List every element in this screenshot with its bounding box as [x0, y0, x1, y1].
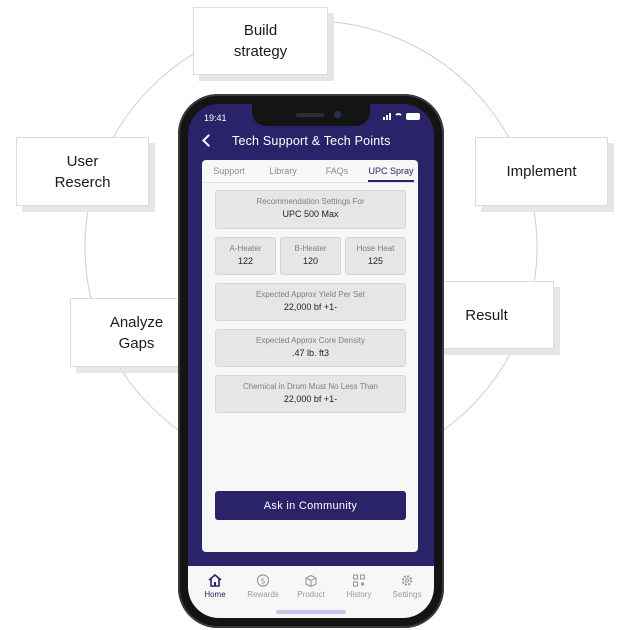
density-box: Expected Approx Core Density .47 lb. ft3 — [215, 329, 406, 367]
nav-label: History — [346, 590, 372, 599]
yield-box: Expected Approx Yield Per Set 22,000 bf … — [215, 283, 406, 321]
recommendation-label: Recommendation Settings For — [256, 197, 365, 206]
heater-value: 122 — [237, 256, 254, 266]
tab-library[interactable]: Library — [269, 166, 297, 176]
card-line: Result — [465, 306, 508, 324]
nav-rewards[interactable]: $ Rewards — [240, 574, 286, 599]
tab-upc-spray[interactable]: UPC Spray — [364, 160, 418, 182]
card-line: strategy — [233, 43, 288, 60]
card-line: Analyze — [109, 313, 164, 331]
chemical-label: Chemical in Drum Must No Less Than — [242, 382, 378, 391]
tab-faqs[interactable]: FAQs — [325, 166, 349, 176]
tab-support[interactable]: Support — [213, 166, 245, 176]
recommendation-box: Recommendation Settings For UPC 500 Max — [215, 190, 406, 229]
phone-frame: 19:41 Tech Support & Tech Points Support… — [178, 94, 444, 628]
status-time: 19:41 — [204, 113, 227, 123]
camera-icon — [334, 111, 341, 118]
card-line: Implement — [506, 163, 577, 180]
card-line: Build — [243, 22, 278, 39]
density-label: Expected Approx Core Density — [256, 336, 365, 345]
tab-divider — [202, 182, 418, 183]
yield-label: Expected Approx Yield Per Set — [256, 290, 365, 299]
card-line: Reserch — [54, 173, 111, 191]
app-header: Tech Support & Tech Points — [188, 132, 434, 156]
notch — [252, 104, 370, 126]
nav-label: Home — [204, 590, 226, 599]
b-heater-box: B-Heater 120 — [280, 237, 341, 275]
chemical-box: Chemical in Drum Must No Less Than 22,00… — [215, 375, 406, 413]
heater-label: Hose Heat — [356, 244, 395, 253]
wifi-icon — [394, 113, 403, 120]
battery-icon — [406, 113, 420, 120]
box-icon — [305, 574, 317, 587]
card-implement: Implement — [475, 137, 608, 206]
hose-heat-box: Hose Heat 125 — [345, 237, 406, 275]
svg-text:$: $ — [260, 577, 265, 586]
yield-value: 22,000 bf +1- — [283, 302, 338, 312]
home-icon — [208, 574, 222, 587]
heater-label: A-Heater — [229, 244, 262, 253]
home-indicator — [276, 610, 346, 614]
nav-label: Settings — [392, 590, 422, 599]
bottom-nav: Home $ Rewards Product — [188, 566, 434, 618]
page-title: Tech Support & Tech Points — [232, 134, 391, 148]
card-line: Gaps — [118, 334, 155, 352]
chemical-value: 22,000 bf +1- — [283, 394, 338, 404]
a-heater-box: A-Heater 122 — [215, 237, 276, 275]
back-arrow-icon[interactable] — [202, 134, 215, 147]
heater-value: 125 — [367, 256, 384, 266]
card-user-research: User Reserch — [16, 137, 149, 206]
card-line: User — [66, 152, 99, 170]
nav-home[interactable]: Home — [192, 574, 238, 599]
nav-label: Product — [297, 590, 325, 599]
density-value: .47 lb. ft3 — [291, 348, 330, 358]
recommendation-value: UPC 500 Max — [282, 209, 339, 219]
speaker — [296, 113, 324, 117]
card-build-strategy: Build strategy — [193, 7, 328, 75]
nav-history[interactable]: History — [336, 574, 382, 599]
status-icons — [383, 113, 420, 120]
ask-community-button[interactable]: Ask in Community — [215, 491, 406, 520]
nav-label: Rewards — [247, 590, 279, 599]
heater-label: B-Heater — [294, 244, 327, 253]
heater-value: 120 — [302, 256, 319, 266]
dollar-icon: $ — [256, 574, 270, 587]
content-card: Support Library FAQs UPC Spray Recommend… — [202, 160, 418, 552]
signal-icon — [383, 113, 391, 120]
gear-icon — [401, 575, 413, 586]
tab-bar: Support Library FAQs UPC Spray — [202, 160, 418, 182]
qr-icon — [352, 574, 366, 587]
nav-product[interactable]: Product — [288, 574, 334, 599]
nav-settings[interactable]: Settings — [384, 574, 430, 599]
phone-screen: 19:41 Tech Support & Tech Points Support… — [188, 104, 434, 618]
